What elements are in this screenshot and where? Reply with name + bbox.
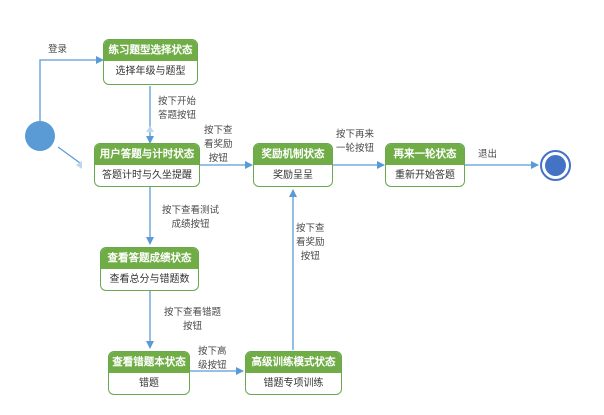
label-advanced: 按下高 级按钮 [198,346,227,371]
label-view-reward-2: 按下查 看奖励 按钮 [296,223,325,262]
faint-arrow-up [146,126,154,132]
faint-arrow-left [76,161,82,169]
start-node [25,121,55,151]
state-title: 高级训练模式状态 [246,352,341,373]
state-title: 奖励机制状态 [254,144,332,165]
state-title: 用户答题与计时状态 [95,144,199,165]
edge-login [39,56,104,125]
state-body: 重新开始答题 [395,170,455,181]
state-advanced-training: 高级训练模式状态 错题专项训练 [245,351,342,395]
state-wrong-book: 查看错题本状态 错题 [108,351,190,395]
state-body: 错题专项训练 [263,378,324,389]
label-view-wrong: 按下查看错题 按钮 [164,307,222,332]
label-start-answer: 按下开始 答题按钮 [158,96,197,121]
state-view-score: 查看答题成绩状态 查看总分与错题数 [100,247,199,291]
edge-start-to-answer [57,146,81,164]
state-reward: 奖励机制状态 奖励呈呈 [253,143,333,187]
label-login: 登录 [48,44,68,55]
state-body: 错题 [139,378,159,389]
state-practice-selection: 练习题型选择状态 选择年级与题型 [103,39,198,85]
state-body: 答题计时与久坐提醒 [102,170,192,181]
label-view-reward-1: 按下查 看奖励 按钮 [204,125,233,164]
end-node-core [545,155,566,176]
state-body: 奖励呈呈 [273,170,313,181]
state-title: 查看错题本状态 [109,352,189,373]
state-title: 查看答题成绩状态 [101,248,198,269]
state-body: 选择年级与题型 [115,66,186,77]
state-title: 练习题型选择状态 [104,40,197,61]
end-node [540,150,571,181]
state-play-again: 再来一轮状态 重新开始答题 [385,143,465,187]
state-body: 查看总分与错题数 [109,274,190,285]
label-view-score: 按下查看测试 成绩按钮 [162,205,220,230]
state-answer-timing: 用户答题与计时状态 答题计时与久坐提醒 [94,143,200,187]
label-exit: 退出 [478,149,498,160]
state-title: 再来一轮状态 [386,144,464,165]
label-play-again: 按下再来 一轮按钮 [336,129,375,154]
